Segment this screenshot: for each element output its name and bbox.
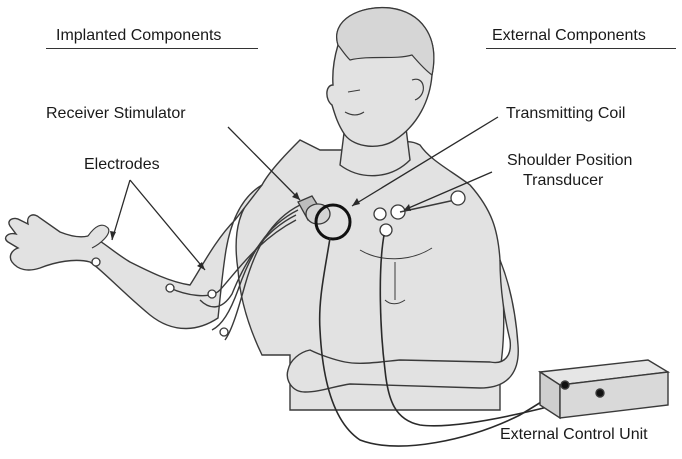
implanted-heading-underline xyxy=(46,48,258,49)
external-control-unit-label: External Control Unit xyxy=(500,427,648,443)
electrodes-label: Electrodes xyxy=(84,157,160,173)
extended-arm-figure xyxy=(6,185,262,329)
shoulder-position-label-line2: Transducer xyxy=(523,173,603,189)
transmitting-coil-label: Transmitting Coil xyxy=(506,106,625,122)
implanted-components-heading: Implanted Components xyxy=(56,28,221,44)
shoulder-position-label-line1: Shoulder Position xyxy=(507,153,632,169)
receiver-stimulator-label: Receiver Stimulator xyxy=(46,106,186,122)
external-components-heading: External Components xyxy=(492,28,646,44)
external-control-unit-box xyxy=(540,360,668,418)
external-heading-underline xyxy=(486,48,676,49)
